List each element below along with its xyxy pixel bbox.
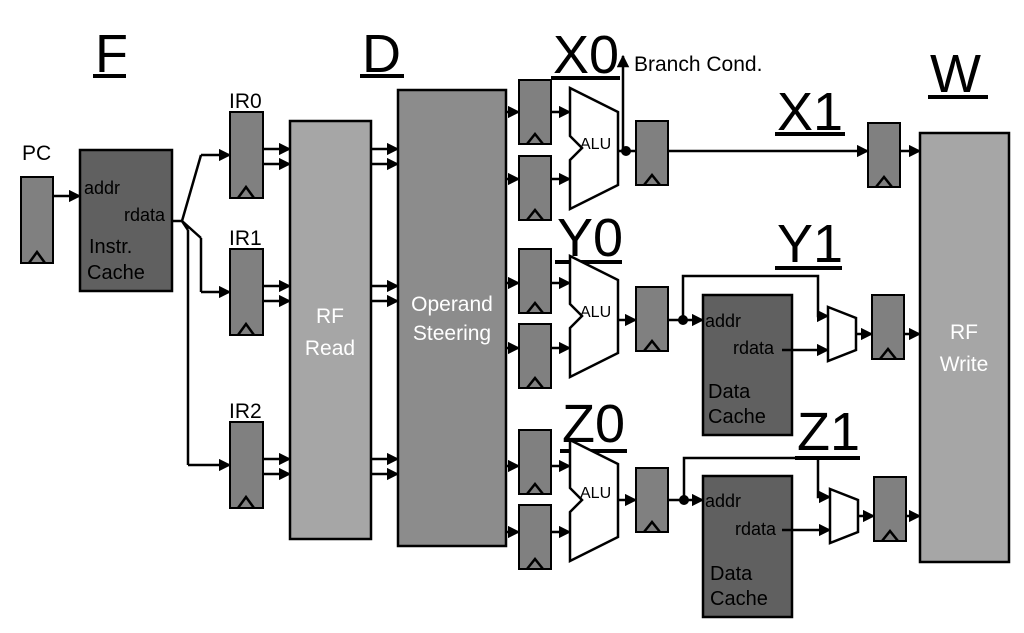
operand-to-alu-wires [551, 105, 572, 539]
y-mux [826, 305, 858, 363]
rf-write-block [918, 131, 1011, 564]
fetch-fanout-wires [172, 148, 232, 472]
instr-cache-rdata-port: rdata [124, 205, 166, 225]
y-data-cache-addr-port: addr [705, 311, 741, 331]
alu-y0 [568, 253, 620, 380]
operand-steering-block [396, 88, 508, 548]
z-mux [828, 487, 860, 545]
y-bypass-wire [681, 274, 830, 323]
y-data-cache-title-line2: Cache [708, 406, 766, 428]
rf-read-title-line2: Read [305, 337, 355, 360]
operand-registers [518, 79, 552, 570]
rf-write-title-line2: Write [940, 353, 989, 376]
rf-read-title-line1: RF [316, 305, 344, 328]
ir2-label: IR2 [229, 400, 262, 423]
pc-clock-icon [27, 249, 47, 264]
z-writeback-register [873, 476, 907, 542]
ir1-clock-icon [236, 321, 256, 336]
ir2-clock-icon [236, 494, 256, 509]
x-writeback-clock-icon [875, 174, 893, 188]
z-data-cache-block [701, 474, 794, 619]
alu-x0-label: ALU [580, 136, 611, 153]
z-data-cache-title-line2: Cache [710, 588, 768, 610]
ir0-register [229, 111, 264, 199]
rf-read-block [288, 119, 373, 541]
z-bypass-wire [682, 456, 832, 504]
alu-x0 [568, 85, 620, 212]
steering-to-operand-wires [506, 105, 521, 539]
pc-label: PC [22, 142, 51, 165]
rf-to-steering-wires [371, 142, 400, 481]
alu-z0 [568, 437, 620, 564]
x1-input-clock-icon [643, 172, 661, 186]
z-data-cache-title-line1: Data [710, 563, 753, 585]
stage-z1-label: Z1 [797, 402, 860, 462]
y-writeback-clock-icon [879, 346, 897, 360]
ir2-register [229, 421, 264, 509]
stage-x0-label: X0 [553, 25, 619, 85]
alu-y0-label: ALU [580, 304, 611, 321]
ir1-label: IR1 [229, 227, 262, 250]
stage-y1-label: Y1 [777, 214, 843, 274]
ir0-clock-icon [236, 184, 256, 199]
instr-cache-title-line2: Cache [87, 262, 145, 284]
operand-steering-title-line1: Operand [411, 293, 493, 316]
instr-cache-addr-port: addr [84, 178, 120, 198]
ir1-register [229, 248, 264, 336]
y-data-cache-rdata-port: rdata [733, 338, 775, 358]
y-data-cache-block [701, 293, 794, 437]
rf-write-title-line1: RF [950, 321, 978, 344]
pc-register [20, 176, 54, 264]
z-data-cache-rdata-port: rdata [735, 519, 777, 539]
y1-input-clock-icon [643, 338, 661, 352]
z-writeback-clock-icon [881, 528, 899, 542]
ir-to-rf-wires [263, 142, 292, 481]
stage-y0-label: Y0 [557, 208, 623, 268]
z1-input-clock-icon [643, 519, 661, 533]
z-data-cache-addr-port: addr [705, 491, 741, 511]
y-data-cache-title-line1: Data [708, 381, 751, 403]
ir0-label: IR0 [229, 90, 262, 113]
stage-w-label: W [930, 44, 981, 104]
alu-z0-label: ALU [580, 485, 611, 502]
branch-cond-label: Branch Cond. [634, 53, 762, 76]
instr-cache-title-line1: Instr. [89, 236, 132, 258]
operand-steering-title-line2: Steering [413, 322, 491, 345]
